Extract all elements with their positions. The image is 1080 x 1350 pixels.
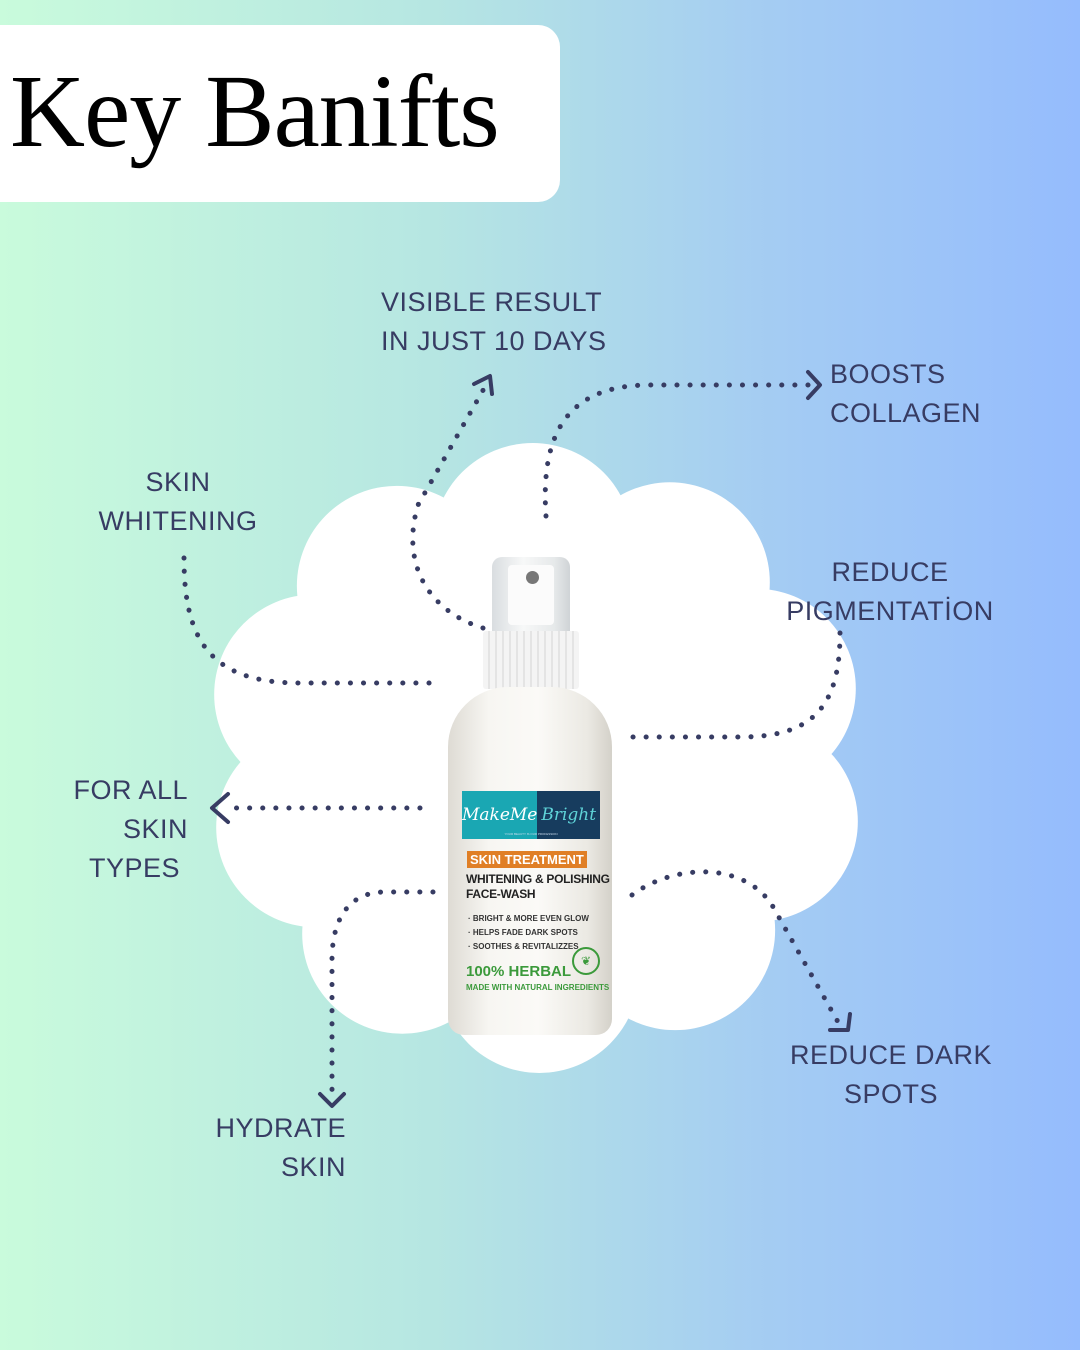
line: SPOTS bbox=[843, 1079, 939, 1109]
nozzle-hole bbox=[526, 571, 539, 584]
label-for-all-skin-types: FOR ALL SKIN TYPES bbox=[40, 771, 188, 888]
label-reduce-dark-spots: REDUCE DARK SPOTS bbox=[786, 1036, 996, 1114]
line: FOR ALL bbox=[73, 775, 188, 805]
chevron-down-icon bbox=[318, 1092, 346, 1108]
line: REDUCE bbox=[831, 557, 949, 587]
line: SKIN bbox=[122, 814, 188, 844]
line: FACE-WASH bbox=[466, 887, 536, 901]
label-reduce-pigmentation: REDUCE PIGMENTATİON bbox=[780, 553, 1000, 631]
arrow-boosts-collagen bbox=[542, 382, 815, 519]
line: SKIN bbox=[280, 1152, 346, 1182]
arrow-hydrate-skin bbox=[329, 889, 436, 1101]
line: REDUCE DARK bbox=[789, 1040, 993, 1070]
bottle-collar bbox=[483, 631, 579, 689]
bullet: · SOOTHES & REVITALIZZES bbox=[468, 942, 579, 951]
line: TYPES bbox=[88, 853, 180, 883]
natural-claim: MADE WITH NATURAL INGREDIENTS bbox=[466, 983, 610, 992]
line: WHITENING & POLISHING bbox=[466, 872, 610, 886]
brand-logo: MakeMe Bright bbox=[462, 791, 600, 839]
product-bullets: · BRIGHT & MORE EVEN GLOW · HELPS FADE DA… bbox=[468, 912, 589, 954]
arrowhead-up-icon bbox=[472, 374, 494, 396]
herbal-claim: 100% HERBAL bbox=[466, 963, 572, 980]
line: WHITENING bbox=[98, 506, 258, 536]
title-card bbox=[0, 25, 560, 202]
line: HYDRATE bbox=[215, 1113, 346, 1143]
arrow-reduce-dark-spots bbox=[629, 869, 841, 1025]
brand-left: MakeMe bbox=[462, 791, 538, 839]
line: SKIN bbox=[145, 467, 211, 497]
line: COLLAGEN bbox=[830, 398, 982, 428]
chevron-right-icon bbox=[806, 370, 822, 400]
bullet: · BRIGHT & MORE EVEN GLOW bbox=[468, 914, 589, 923]
product-bottle: MakeMe Bright YOUR BEAUTY IS OUR PROFESS… bbox=[446, 555, 614, 1037]
page-title: Key Banifts bbox=[10, 54, 500, 169]
arrow-reduce-pigmentation bbox=[621, 630, 843, 740]
label-boosts-collagen: BOOSTS COLLAGEN bbox=[830, 355, 981, 433]
product-category: SKIN TREATMENT bbox=[467, 851, 587, 868]
cloud-bump bbox=[655, 588, 856, 789]
brand-right: Bright bbox=[537, 791, 600, 839]
chevron-left-icon bbox=[210, 792, 230, 824]
line: IN JUST 10 DAYS bbox=[381, 326, 607, 356]
line: BOOSTS bbox=[830, 359, 946, 389]
arrow-skin-whitening bbox=[181, 555, 445, 686]
line: VISIBLE RESULT bbox=[381, 287, 603, 317]
arrowhead-down-icon bbox=[828, 1012, 852, 1032]
arrow-visible-result bbox=[410, 382, 489, 631]
label-skin-whitening: SKIN WHITENING bbox=[98, 463, 258, 541]
label-visible-result: VISIBLE RESULT IN JUST 10 DAYS bbox=[381, 283, 607, 361]
leaf-seal-icon: ❦ bbox=[572, 947, 600, 975]
brand-tagline: YOUR BEAUTY IS OUR PROFESSION bbox=[504, 832, 558, 836]
label-hydrate-skin: HYDRATE SKIN bbox=[180, 1109, 346, 1187]
bullet: · HELPS FADE DARK SPOTS bbox=[468, 928, 578, 937]
line: PIGMENTATİON bbox=[786, 596, 994, 626]
